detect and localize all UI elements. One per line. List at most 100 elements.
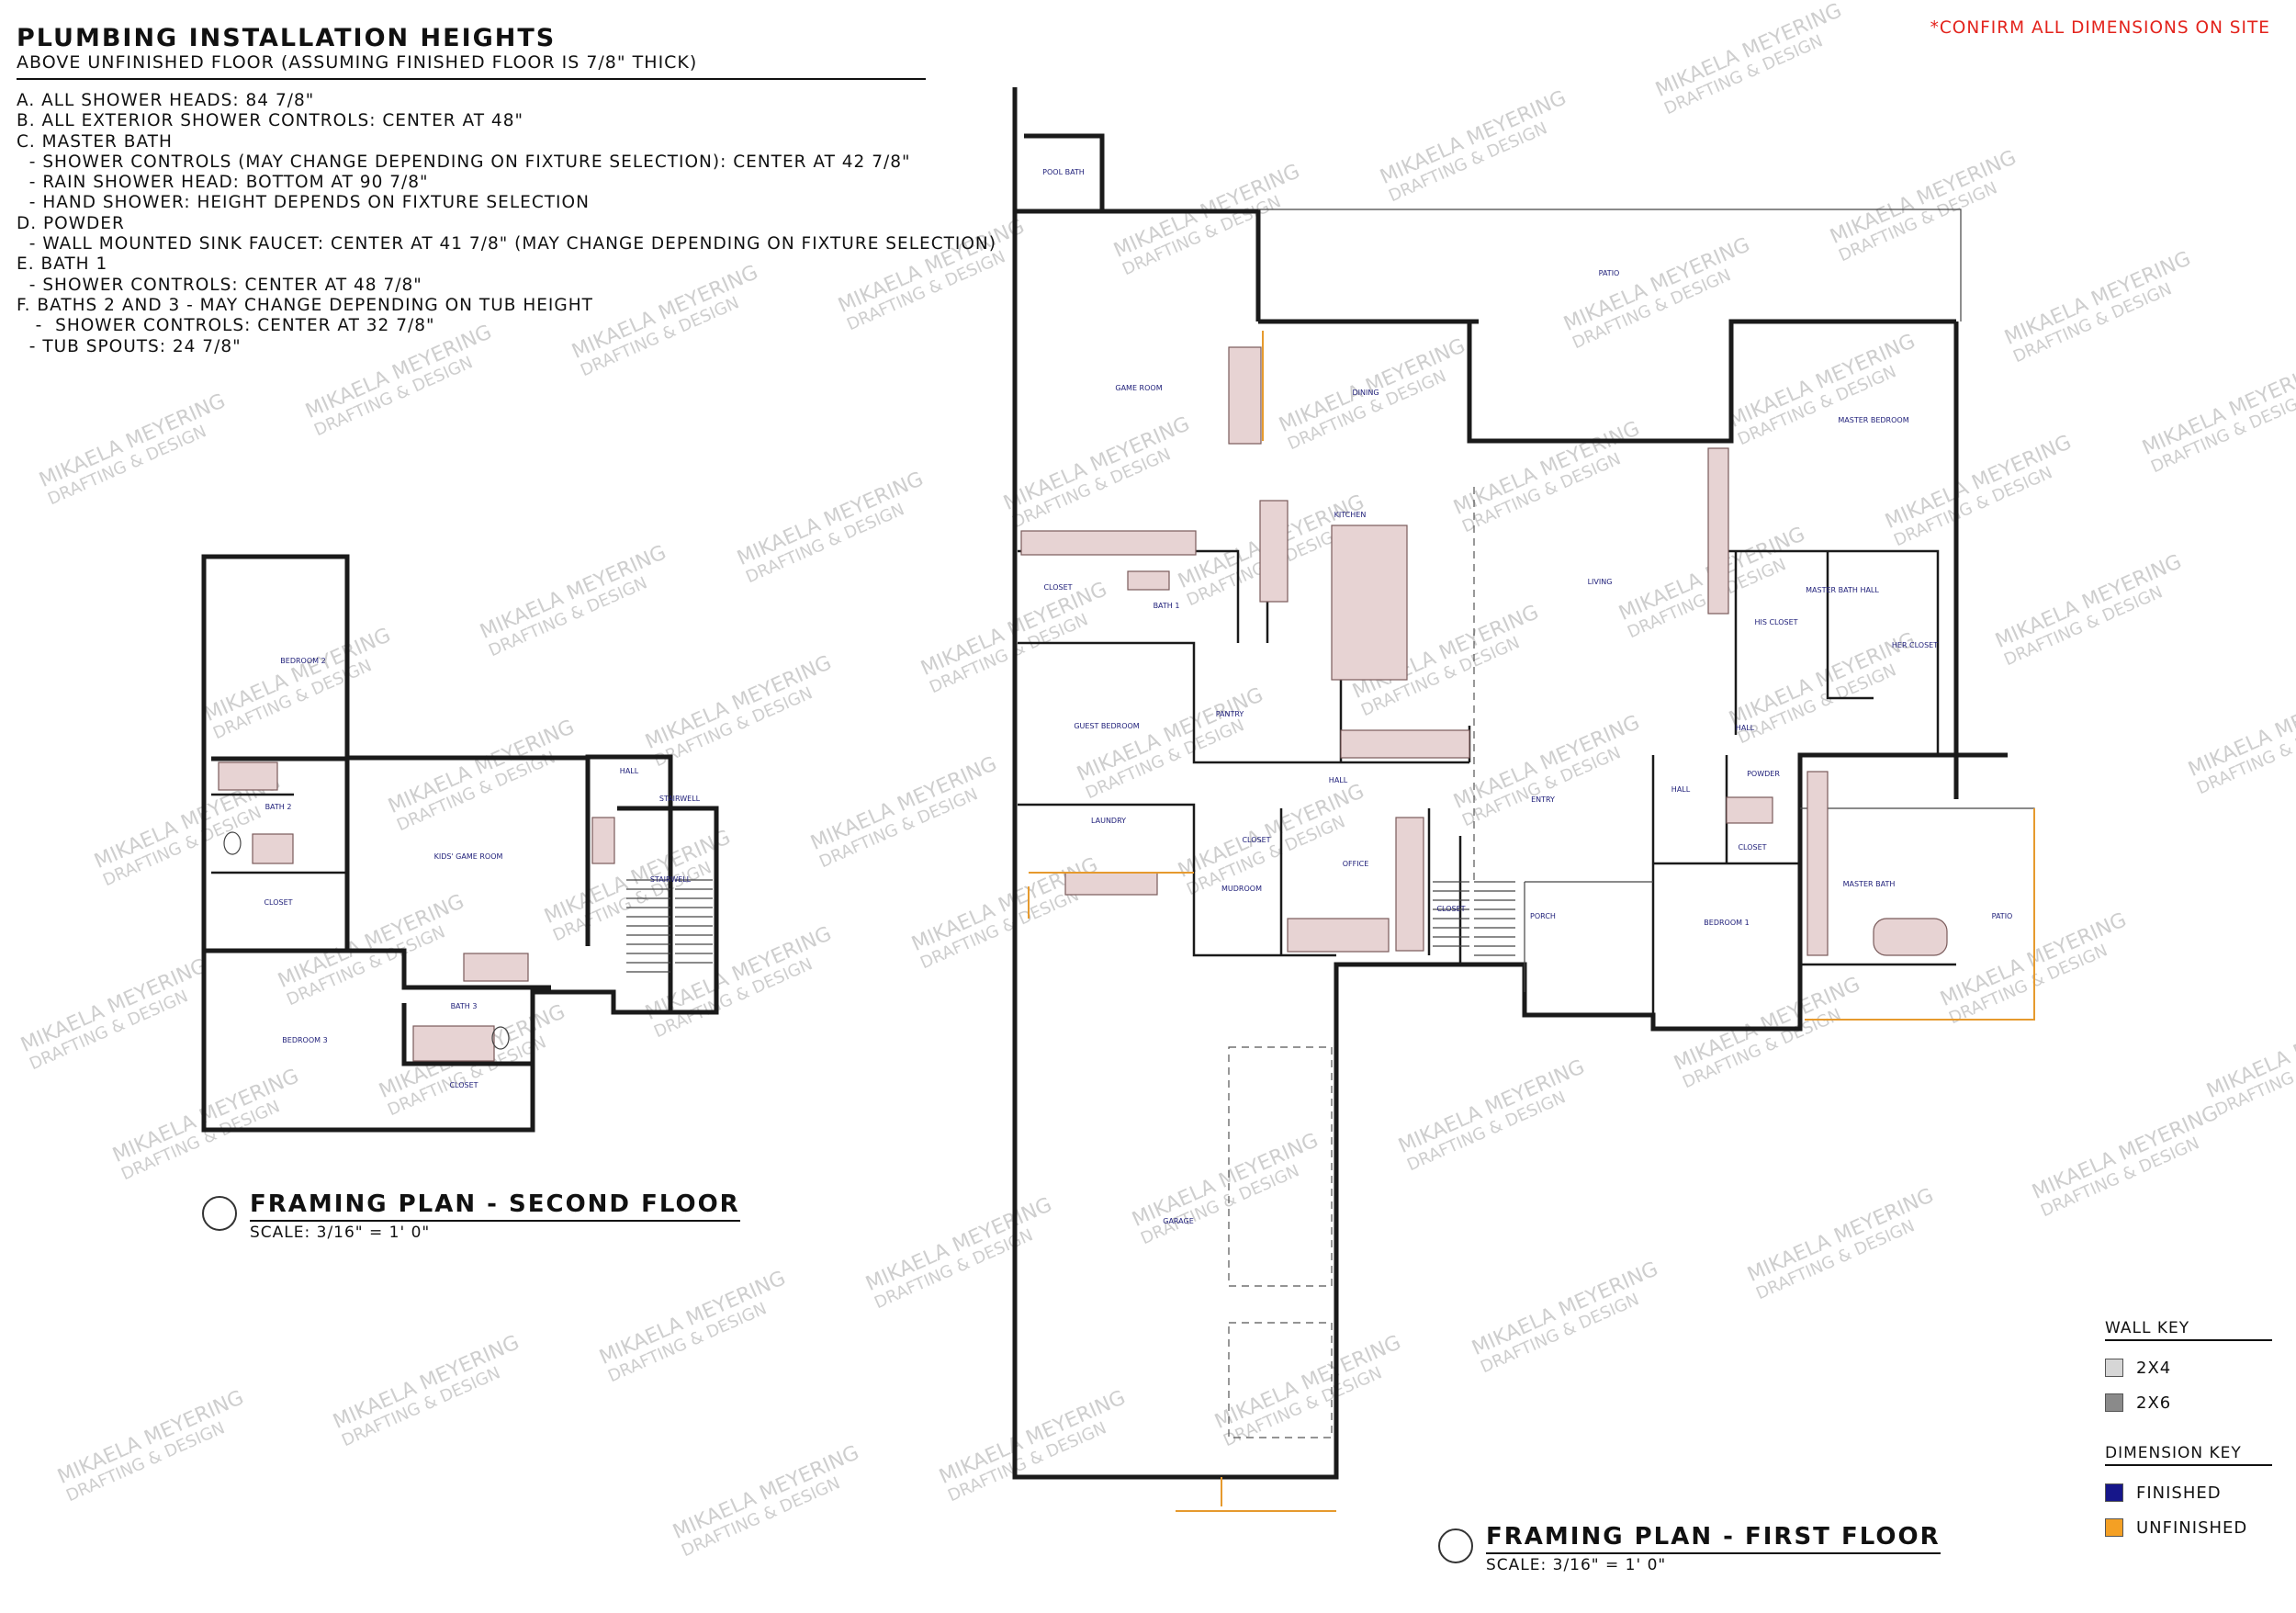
wall-key-title: WALL KEY (2105, 1319, 2272, 1341)
toilet (223, 831, 242, 855)
first-floor-room-label: CLOSET (1436, 905, 1465, 913)
second-floor-room-label: BATH 3 (451, 1002, 478, 1010)
first-floor-room-label: HIS CLOSET (1754, 618, 1797, 626)
master-tub (1873, 918, 1948, 956)
note-line: A. ALL SHOWER HEADS: 84 7/8" (17, 91, 315, 110)
notes-subtitle: ABOVE UNFINISHED FLOOR (ASSUMING FINISHE… (17, 52, 926, 80)
office-shelf (1395, 817, 1424, 952)
first-floor-room-label: MUDROOM (1221, 885, 1262, 893)
first-floor-room-label: BATH 1 (1154, 602, 1180, 610)
master-vanity (1806, 771, 1829, 956)
kitchen-counter (1259, 500, 1289, 603)
second-floor-room-label: BEDROOM 3 (282, 1036, 327, 1044)
second-floor-room-label: HALL (620, 767, 639, 775)
section-marker-icon (202, 1196, 237, 1231)
legend: WALL KEY 2X4 2X6 DIMENSION KEY FINISHED … (2105, 1319, 2272, 1545)
closet-shelf (1707, 447, 1729, 615)
kitchen-counter (1340, 729, 1470, 759)
note-line: D. POWDER (17, 213, 125, 233)
first-floor-room-label: HALL (1329, 776, 1348, 784)
first-floor-room-label: CLOSET (1242, 836, 1270, 844)
tub (463, 953, 529, 982)
plumbing-notes: PLUMBING INSTALLATION HEIGHTS ABOVE UNFI… (17, 24, 996, 357)
first-floor-room-label: GUEST BEDROOM (1074, 722, 1139, 730)
first-floor-room-label: HALL (1671, 785, 1691, 794)
swatch-finished (2105, 1483, 2123, 1502)
first-floor-room-label: PORCH (1530, 912, 1556, 920)
second-floor-title: FRAMING PLAN - SECOND FLOOR (250, 1190, 740, 1222)
bath-1-vanity (1127, 570, 1170, 591)
notes-list: A. ALL SHOWER HEADS: 84 7/8" B. ALL EXTE… (17, 91, 996, 357)
note-line: B. ALL EXTERIOR SHOWER CONTROLS: CENTER … (17, 111, 523, 131)
note-line: - RAIN SHOWER HEAD: BOTTOM AT 90 7/8" (17, 173, 429, 193)
dimension-key-row: FINISHED (2105, 1475, 2272, 1510)
second-floor-room-label: BATH 2 (265, 803, 292, 811)
first-floor-room-label: MASTER BATH (1843, 880, 1896, 888)
second-floor-room-label: BEDROOM 2 (280, 657, 325, 665)
note-line: - SHOWER CONTROLS: CENTER AT 32 7/8" (17, 316, 435, 336)
dimension-key-label: UNFINISHED (2136, 1517, 2248, 1538)
note-line: E. BATH 1 (17, 254, 108, 275)
second-floor-room-label: STAIRWELL (650, 875, 692, 884)
vanity (412, 1025, 495, 1062)
note-line: C. MASTER BATH (17, 131, 173, 152)
wall-key-label: 2X4 (2136, 1358, 2172, 1378)
first-floor-plan (1012, 87, 2035, 1512)
first-floor-room-label: PATIO (1992, 912, 2013, 920)
first-floor-room-label: GARAGE (1163, 1217, 1194, 1225)
note-line: - SHOWER CONTROLS (MAY CHANGE DEPENDING … (17, 152, 911, 172)
first-floor-room-label: ENTRY (1531, 795, 1555, 804)
swatch-2x6 (2105, 1393, 2123, 1412)
first-floor-room-label: PANTRY (1216, 710, 1244, 718)
first-floor-room-label: MASTER BATH HALL (1806, 586, 1879, 594)
first-floor-room-label: BEDROOM 1 (1704, 919, 1749, 927)
first-floor-scale: SCALE: 3/16" = 1' 0" (1486, 1556, 1667, 1574)
section-marker-icon (1438, 1528, 1473, 1563)
laundry-counter (1064, 872, 1158, 896)
wall-key-label: 2X6 (2136, 1393, 2172, 1413)
stair-treads (626, 879, 713, 973)
first-floor-room-label: DINING (1352, 389, 1379, 397)
kitchen-island (1331, 525, 1408, 681)
swatch-2x4 (2105, 1359, 2123, 1377)
second-floor-title-block: FRAMING PLAN - SECOND FLOOR SCALE: 3/16"… (202, 1190, 740, 1242)
first-floor-room-label: HER CLOSET (1892, 641, 1938, 649)
first-floor-room-label: LIVING (1588, 578, 1613, 586)
wall-key-row: 2X4 (2105, 1350, 2272, 1385)
note-line: - SHOWER CONTROLS: CENTER AT 48 7/8" (17, 275, 422, 295)
note-line: F. BATHS 2 AND 3 - MAY CHANGE DEPENDING … (17, 295, 593, 315)
tub (218, 761, 278, 791)
toilet (491, 1026, 510, 1050)
stair-treads (1433, 881, 1515, 956)
second-floor-room-label: KIDS' GAME ROOM (434, 852, 503, 861)
swatch-unfinished (2105, 1518, 2123, 1537)
first-floor-room-label: LAUNDRY (1091, 817, 1126, 825)
notes-title: PLUMBING INSTALLATION HEIGHTS (17, 24, 557, 52)
first-floor-title-block: FRAMING PLAN - FIRST FLOOR SCALE: 3/16" … (1438, 1523, 1941, 1574)
first-floor-room-label: CLOSET (1738, 843, 1766, 852)
first-floor-room-label: POOL BATH (1042, 168, 1085, 176)
office-desk (1287, 918, 1390, 953)
wall-key-row: 2X6 (2105, 1385, 2272, 1420)
cabinet-run (1020, 530, 1197, 556)
second-floor-plan (201, 554, 719, 1133)
first-floor-room-label: KITCHEN (1334, 511, 1367, 519)
second-floor-scale: SCALE: 3/16" = 1' 0" (250, 1224, 431, 1242)
dimension-key-title: DIMENSION KEY (2105, 1444, 2272, 1466)
first-floor-room-label: PATIO (1599, 269, 1620, 277)
powder-vanity (1726, 796, 1773, 824)
bar-cabinet (1228, 346, 1262, 445)
dimension-key-label: FINISHED (2136, 1483, 2222, 1503)
first-floor-room-label: HALL (1736, 724, 1755, 732)
first-floor-room-label: POWDER (1747, 770, 1780, 778)
second-floor-room-label: CLOSET (264, 898, 292, 907)
first-floor-room-label: OFFICE (1343, 860, 1369, 868)
cabinet (591, 817, 615, 864)
note-line: - TUB SPOUTS: 24 7/8" (17, 336, 242, 356)
note-line: - WALL MOUNTED SINK FAUCET: CENTER AT 41… (17, 234, 996, 254)
second-floor-room-label: STAIRWELL (659, 795, 701, 803)
vanity (252, 833, 294, 864)
first-floor-room-label: CLOSET (1043, 583, 1072, 592)
note-line: - HAND SHOWER: HEIGHT DEPENDS ON FIXTURE… (17, 193, 590, 213)
